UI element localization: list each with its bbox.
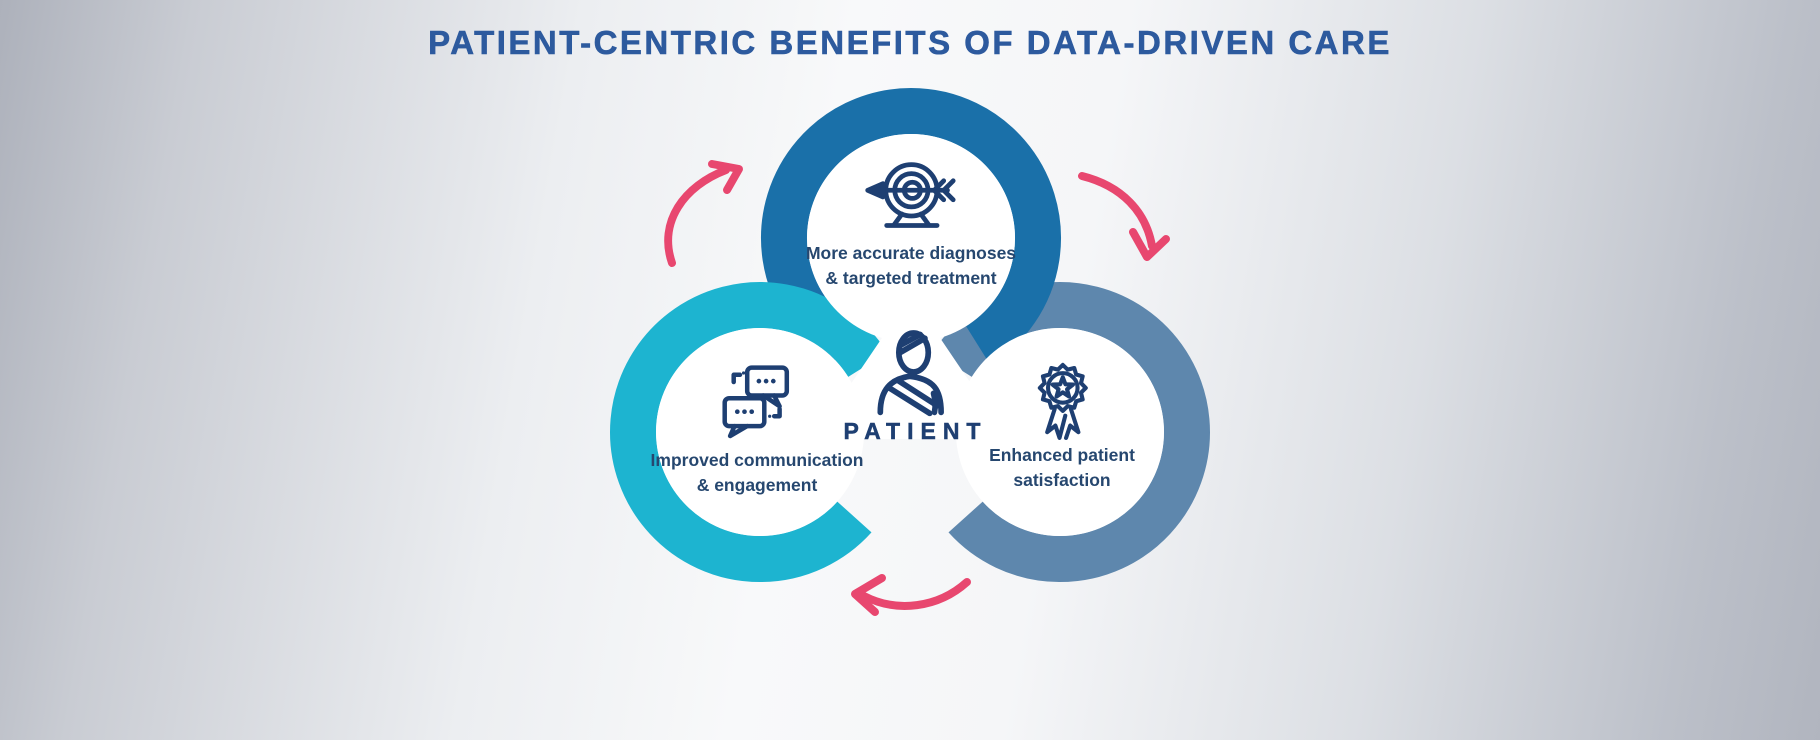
target-arrow-icon [865, 162, 956, 228]
arrow-left-icon [851, 574, 971, 616]
arrow-down-icon [1078, 172, 1170, 261]
cycle-arrows [664, 160, 1170, 616]
chat-bubbles-icon [722, 365, 790, 439]
label-communication: Improved communication & engagement [557, 448, 957, 498]
ring-top [761, 88, 1061, 366]
page-title: PATIENT-CENTRIC BENEFITS OF DATA-DRIVEN … [428, 24, 1392, 62]
patient-icon [877, 330, 944, 417]
label-satisfaction-line2: satisfaction [1013, 470, 1111, 490]
ring-bottom-left [610, 282, 888, 582]
arrow-up-icon [664, 160, 743, 267]
award-ribbon-icon [1037, 362, 1088, 440]
label-diagnoses: More accurate diagnoses & targeted treat… [711, 241, 1111, 291]
inner-disc-left [656, 328, 864, 536]
label-diagnoses-line1: More accurate diagnoses [805, 243, 1017, 263]
label-satisfaction-line1: Enhanced patient [989, 445, 1135, 465]
label-communication-line1: Improved communication [650, 450, 864, 470]
inner-disc-top [807, 134, 1015, 342]
patient-label: PATIENT [843, 418, 988, 445]
label-diagnoses-line2: & targeted treatment [825, 268, 997, 288]
label-satisfaction: Enhanced patient satisfaction [862, 443, 1262, 493]
label-communication-line2: & engagement [696, 475, 818, 495]
